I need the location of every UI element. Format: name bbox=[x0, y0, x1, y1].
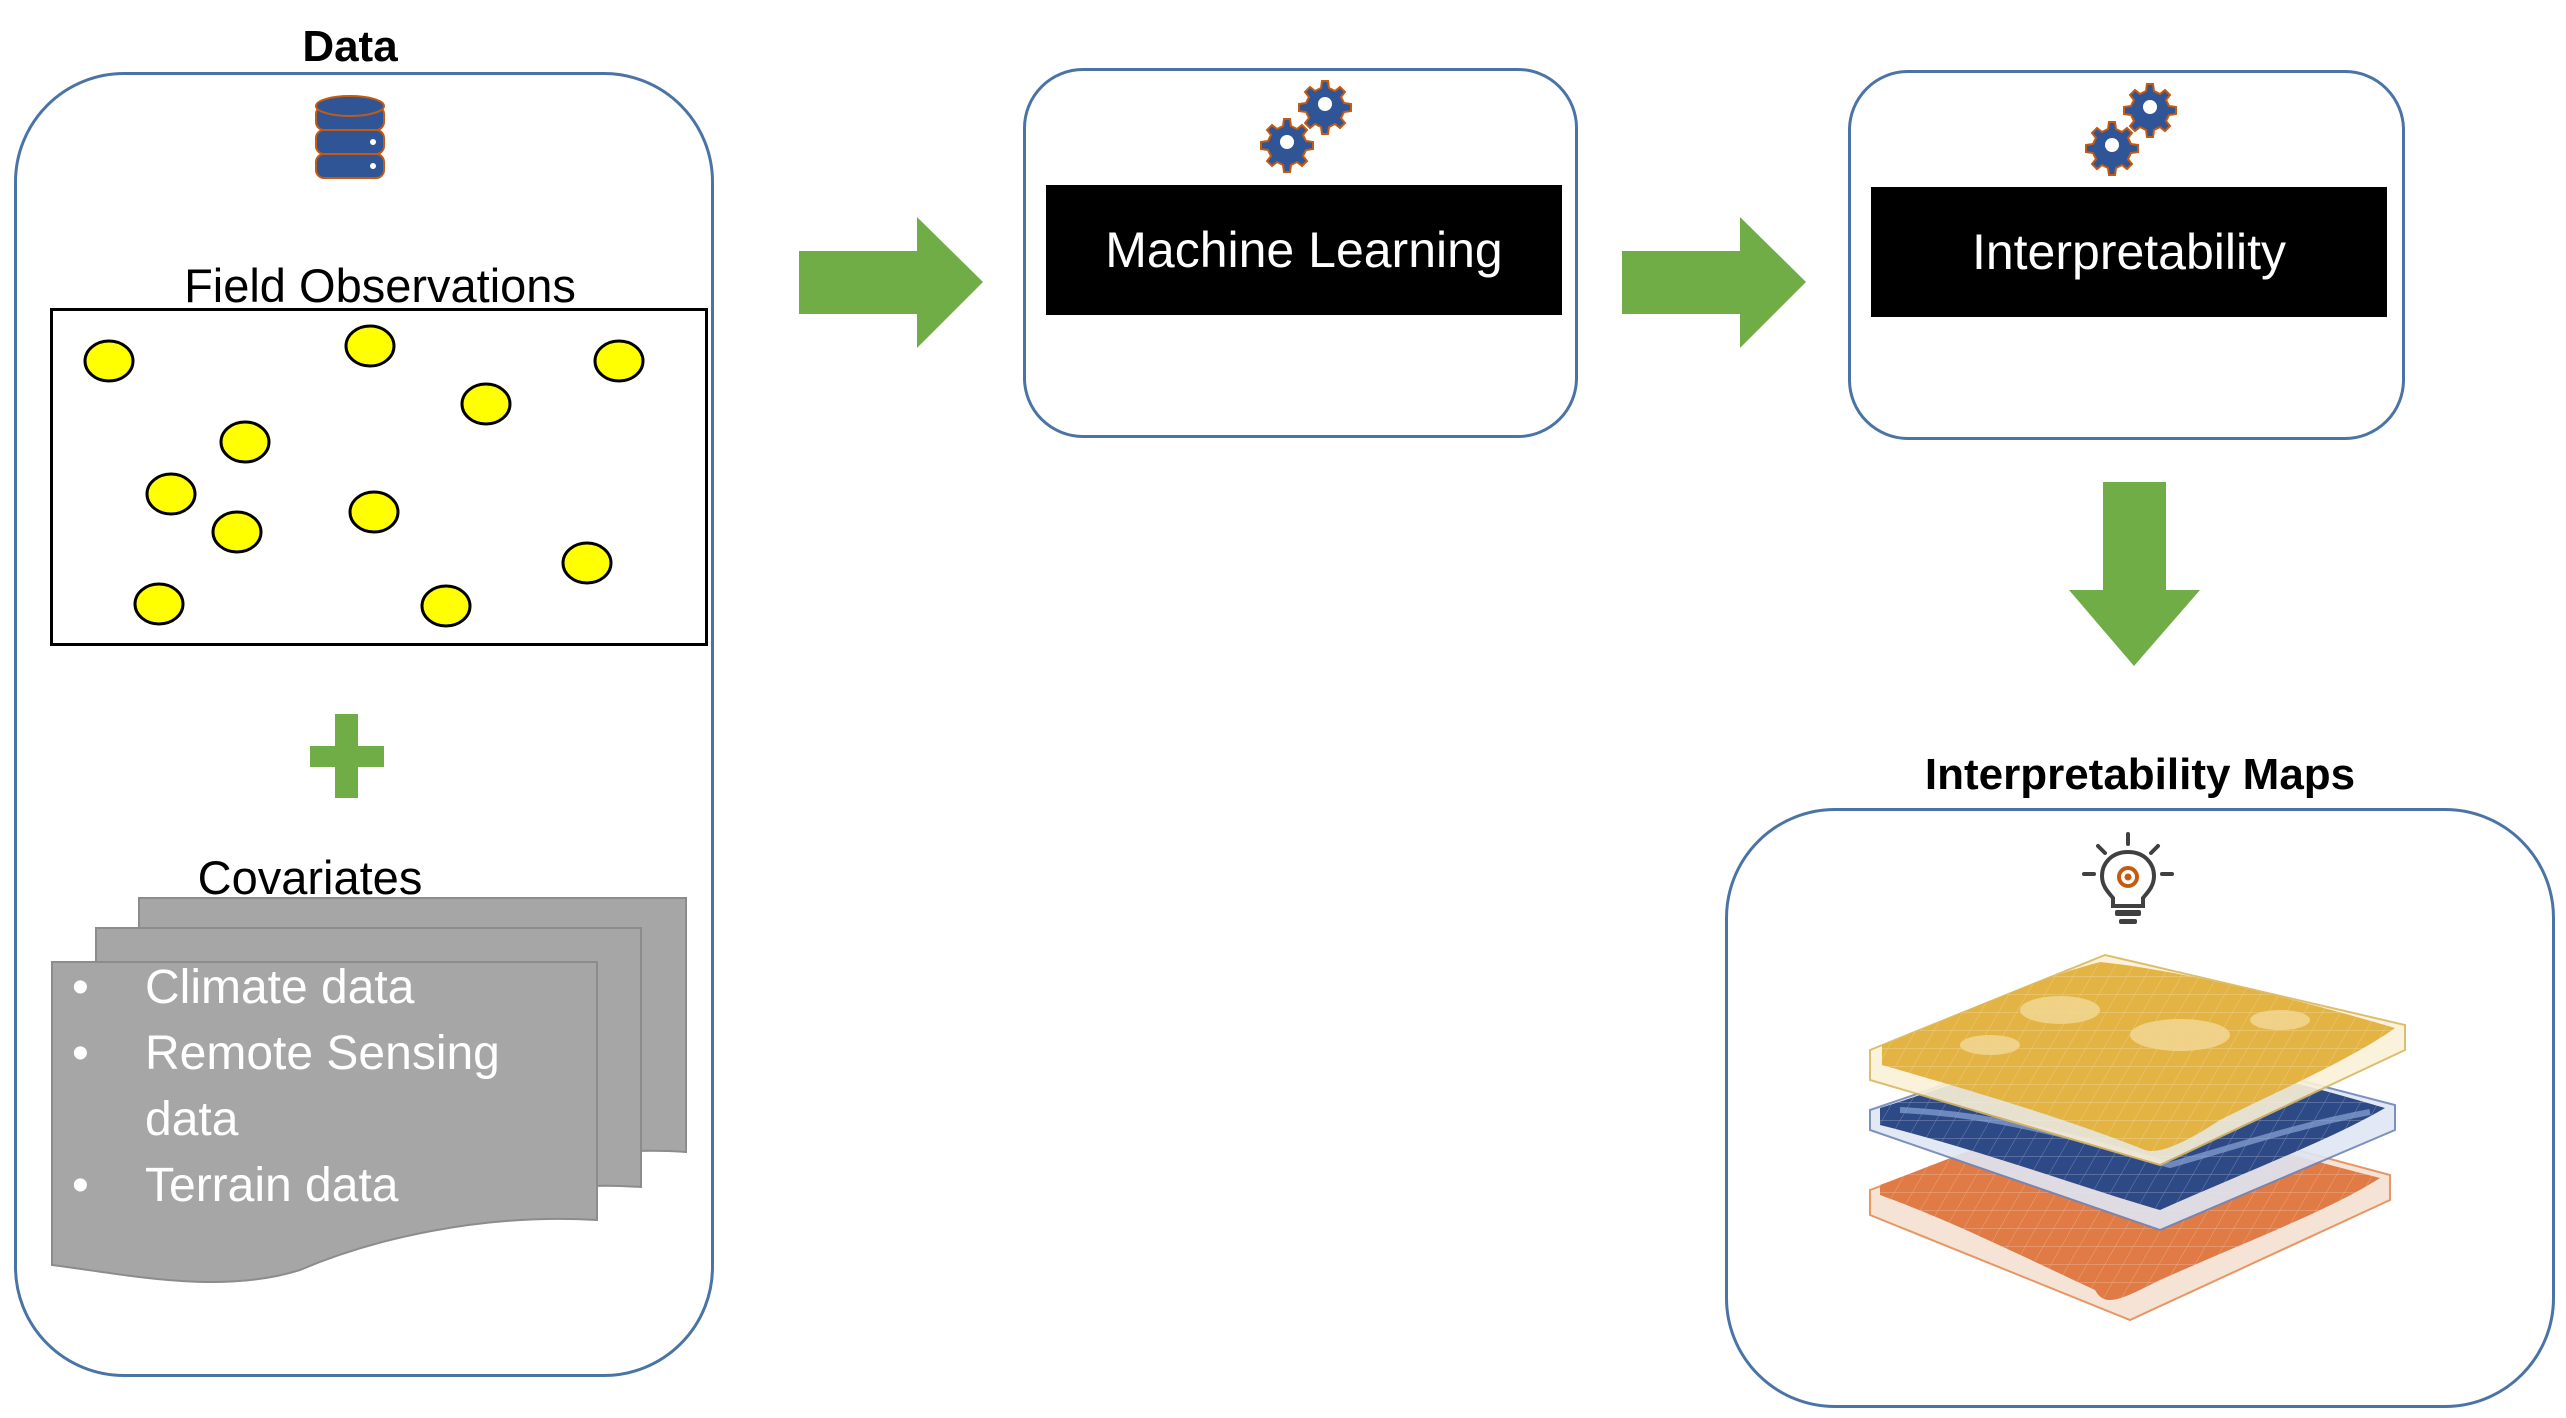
database-icon bbox=[315, 95, 385, 179]
observation-point bbox=[561, 541, 613, 585]
arrow-right-1 bbox=[799, 217, 983, 348]
observation-point bbox=[348, 490, 400, 534]
covariate-item: •Climate data bbox=[72, 961, 415, 1014]
interpretability-maps-title: Interpretability Maps bbox=[1924, 750, 2356, 799]
observation-point bbox=[460, 382, 512, 426]
arrow-right-2 bbox=[1622, 217, 1806, 348]
interpretability-map-layers bbox=[1869, 953, 2406, 1322]
arrow-down bbox=[2069, 482, 2200, 666]
field-observations-label: Field Observations bbox=[184, 259, 576, 312]
observation-point bbox=[420, 584, 472, 628]
plus-icon bbox=[310, 714, 384, 798]
covariates-label: Covariates bbox=[197, 851, 423, 904]
observation-point bbox=[593, 339, 645, 383]
data-title: Data bbox=[302, 22, 398, 71]
covariates-documents bbox=[51, 897, 687, 1284]
machine-learning-label: Machine Learning bbox=[1046, 185, 1562, 315]
lightbulb-icon bbox=[2082, 832, 2174, 924]
gears-icon bbox=[1260, 80, 1352, 173]
gears-icon bbox=[2085, 83, 2177, 176]
field-observations-box bbox=[50, 308, 708, 646]
observation-point bbox=[211, 510, 263, 554]
observation-point bbox=[133, 582, 185, 626]
map-layer-yellow bbox=[1869, 953, 2406, 1167]
observation-point bbox=[145, 472, 197, 516]
observation-point bbox=[344, 324, 396, 368]
observation-point bbox=[83, 339, 135, 383]
covariate-item: •Terrain data bbox=[72, 1159, 399, 1212]
interpretability-label: Interpretability bbox=[1871, 187, 2387, 317]
observation-point bbox=[219, 420, 271, 464]
